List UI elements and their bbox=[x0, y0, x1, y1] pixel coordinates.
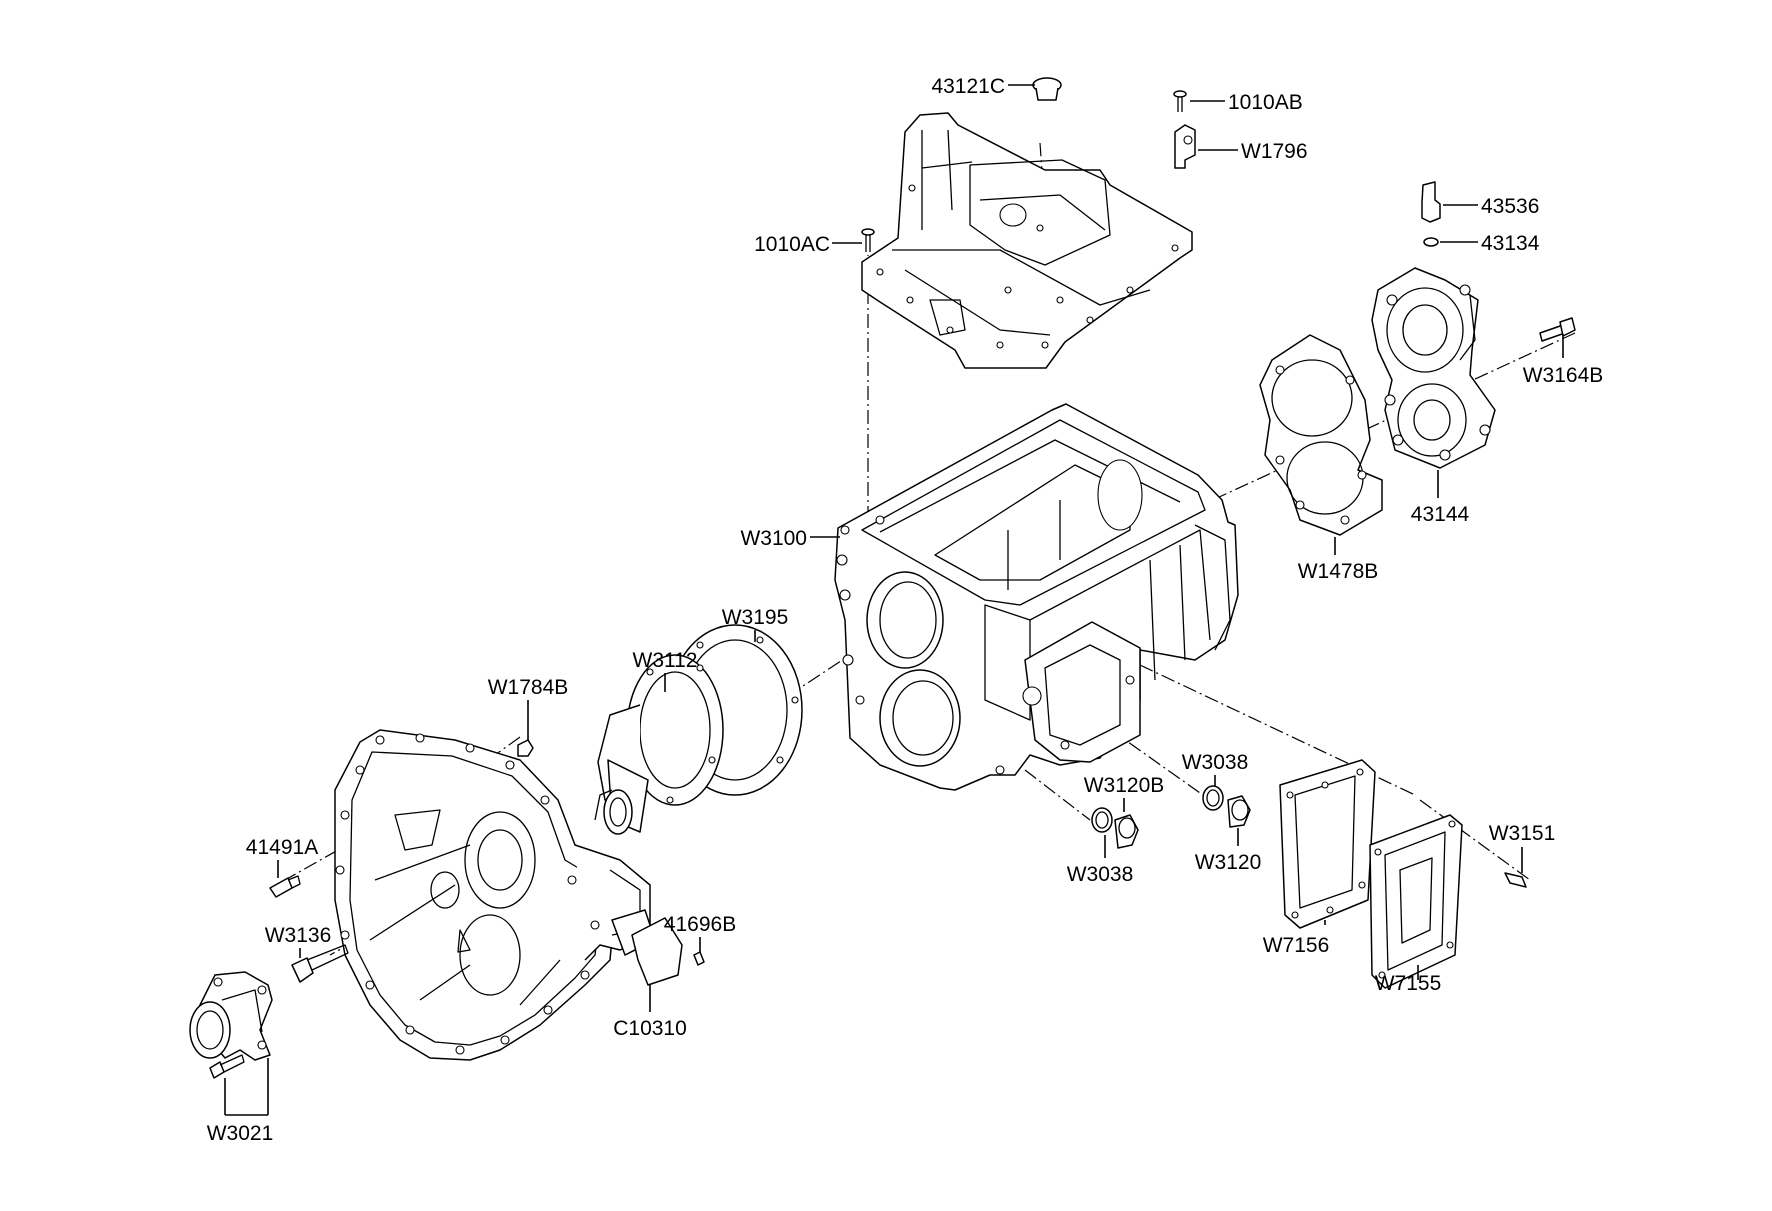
callout-W3112: W3112 bbox=[633, 649, 698, 672]
shift-cover bbox=[861, 112, 1193, 369]
callout-1010AC: 1010AC bbox=[754, 233, 830, 256]
callout-43144: 43144 bbox=[1411, 503, 1470, 526]
callout-W3021: W3021 bbox=[207, 1122, 274, 1145]
callout-W3038-right: W3038 bbox=[1182, 751, 1249, 774]
callout-W1784B: W1784B bbox=[488, 676, 569, 699]
small-parts bbox=[209, 77, 1576, 1079]
callout-41491A: 41491A bbox=[246, 836, 318, 859]
callout-43134: 43134 bbox=[1481, 232, 1540, 255]
callout-W3038-left: W3038 bbox=[1067, 863, 1134, 886]
callout-C10310: C10310 bbox=[613, 1017, 687, 1040]
callout-W3151: W3151 bbox=[1489, 822, 1556, 845]
companion-flange bbox=[189, 971, 273, 1061]
callout-W3195: W3195 bbox=[722, 606, 789, 629]
callout-41696B: 41696B bbox=[664, 913, 736, 936]
callout-43121C: 43121C bbox=[931, 75, 1005, 98]
callout-W7156: W7156 bbox=[1263, 934, 1330, 957]
callout-labels: 43121C 1010AB W1796 1010AC 43536 43134 W… bbox=[207, 75, 1604, 1145]
callout-W3120B: W3120B bbox=[1084, 774, 1165, 797]
rear-bearing-cover bbox=[1371, 267, 1496, 469]
callout-43536: 43536 bbox=[1481, 195, 1539, 218]
callout-W3164B: W3164B bbox=[1523, 364, 1604, 387]
pto-cover bbox=[1369, 814, 1463, 989]
callout-W1796: W1796 bbox=[1241, 140, 1308, 163]
callout-W7155: W7155 bbox=[1375, 972, 1442, 995]
transmission-case bbox=[834, 403, 1239, 791]
small-cover-plate bbox=[631, 917, 683, 986]
leader-lines bbox=[224, 84, 1564, 1116]
pto-gasket bbox=[1279, 759, 1376, 929]
clutch-housing bbox=[334, 729, 656, 1061]
rear-gasket bbox=[1259, 334, 1383, 536]
callout-W3100: W3100 bbox=[740, 527, 807, 550]
callout-W1478B: W1478B bbox=[1298, 560, 1379, 583]
callout-W3136: W3136 bbox=[265, 924, 332, 947]
callout-W3120: W3120 bbox=[1195, 851, 1262, 874]
bearing-retainer bbox=[594, 654, 724, 835]
callout-1010AB: 1010AB bbox=[1228, 91, 1303, 114]
